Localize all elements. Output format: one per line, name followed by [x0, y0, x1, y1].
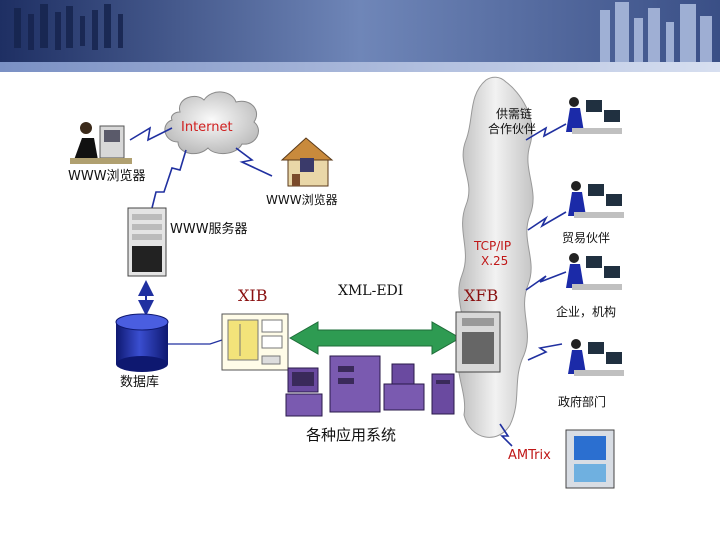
house-browser-icon [280, 137, 334, 187]
x25-label: X.25 [481, 254, 509, 268]
supply-chain-label: 供需链 [496, 107, 533, 121]
www-browser-label: WWW浏览器 [68, 169, 146, 184]
user-workstation-icon [70, 122, 132, 164]
trade-partner-label: 贸易伙伴 [562, 231, 611, 245]
xfb-server-icon [455, 311, 501, 373]
internet-label: Internet [181, 120, 233, 135]
xml-edi-arrow [288, 321, 462, 355]
db-xib-connector [168, 339, 223, 345]
www-browser-house-label: WWW浏览器 [266, 193, 338, 207]
www-server-icon [127, 207, 167, 277]
xib-label: XIB [238, 286, 268, 305]
header-banner [0, 0, 720, 72]
enterprise-workstation-icon [566, 253, 622, 290]
application-systems-icon [285, 355, 455, 417]
xib-panel-icon [221, 313, 289, 371]
tcpip-label: TCP/IP [474, 239, 512, 253]
xfb-label: XFB [464, 286, 499, 305]
trade-partner-workstation-icon [568, 181, 624, 218]
database-icon [115, 313, 169, 372]
government-workstation-icon [568, 339, 624, 376]
enterprise-label: 企业，机构 [556, 305, 617, 319]
app-systems-label: 各种应用系统 [306, 426, 397, 444]
database-label: 数据库 [120, 375, 160, 390]
supply-chain-partner-label: 合作伙伴 [488, 122, 537, 136]
amtrix-server-icon [565, 429, 615, 489]
internet-cloud-icon [164, 91, 259, 155]
government-label: 政府部门 [558, 395, 607, 409]
xml-edi-label: XML-EDI [338, 283, 404, 299]
partner-workstation-icon [566, 97, 622, 134]
www-server-label: WWW服务器 [170, 222, 248, 237]
amtrix-label: AMTrix [508, 448, 551, 463]
